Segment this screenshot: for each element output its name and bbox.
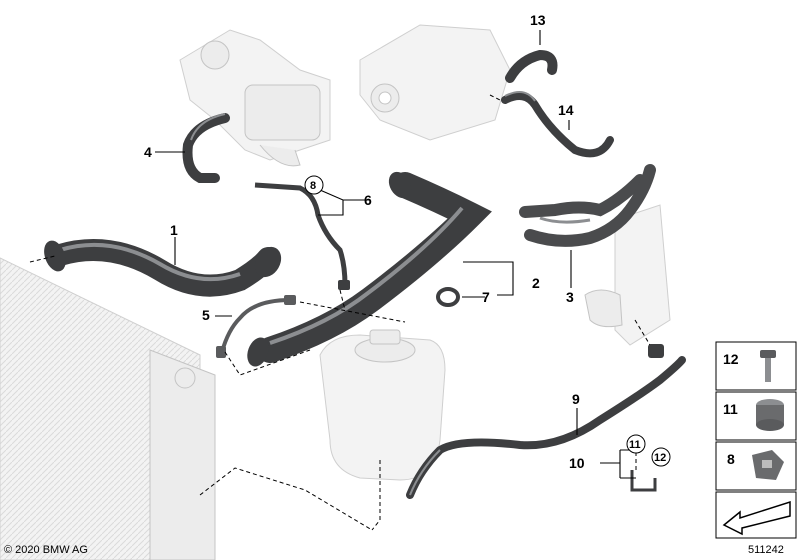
label-part-1: 1 — [170, 222, 178, 238]
label-part-13: 13 — [530, 12, 546, 28]
part-labels: 4 1 6 5 2 7 3 9 10 13 14 — [144, 12, 585, 471]
oil-cooler — [584, 204, 671, 346]
label-part-4: 4 — [144, 144, 152, 160]
legend-box-12[interactable] — [715, 341, 797, 391]
label-part-5: 5 — [202, 307, 210, 323]
bracket-10[interactable] — [630, 470, 657, 492]
hose-5[interactable] — [216, 295, 296, 358]
legend-panel: 12 11 8 — [715, 341, 797, 539]
grommet-icon — [756, 399, 784, 431]
callouts: 8 11 12 — [304, 175, 671, 467]
clamp-7[interactable] — [436, 287, 460, 307]
hose-14[interactable] — [501, 91, 614, 158]
copyright-text: © 2020 BMW AG — [4, 544, 88, 556]
hose-6[interactable] — [254, 182, 350, 290]
connection-lines — [29, 94, 651, 531]
radiator — [0, 257, 216, 560]
expansion-tank — [319, 329, 446, 481]
label-part-7: 7 — [482, 289, 490, 305]
legend-label-8: 8 — [727, 451, 735, 467]
alternator — [359, 24, 511, 141]
hose-2[interactable] — [243, 168, 492, 370]
engine-egr-module — [179, 29, 331, 167]
label-part-3: 3 — [566, 289, 574, 305]
label-part-6: 6 — [364, 192, 372, 208]
hose-13[interactable] — [505, 49, 558, 83]
label-part-2: 2 — [532, 275, 540, 291]
callout-12: 12 — [654, 452, 666, 464]
bolt-icon — [760, 350, 776, 382]
callout-8: 8 — [310, 180, 316, 192]
hose-4[interactable] — [182, 113, 230, 183]
callout-11: 11 — [629, 439, 641, 451]
arrow-icon — [722, 500, 791, 536]
legend-label-11: 11 — [723, 401, 738, 417]
hose-3[interactable] — [519, 164, 656, 247]
legend-label-12: 12 — [723, 351, 739, 367]
label-part-10: 10 — [569, 455, 585, 471]
hose-9[interactable] — [406, 344, 686, 499]
hose-1[interactable] — [40, 238, 286, 297]
label-part-9: 9 — [572, 391, 580, 407]
clip-icon — [752, 450, 784, 480]
leader-lines — [155, 30, 636, 479]
label-part-14: 14 — [558, 102, 574, 118]
diagram-number: 511242 — [748, 544, 784, 556]
